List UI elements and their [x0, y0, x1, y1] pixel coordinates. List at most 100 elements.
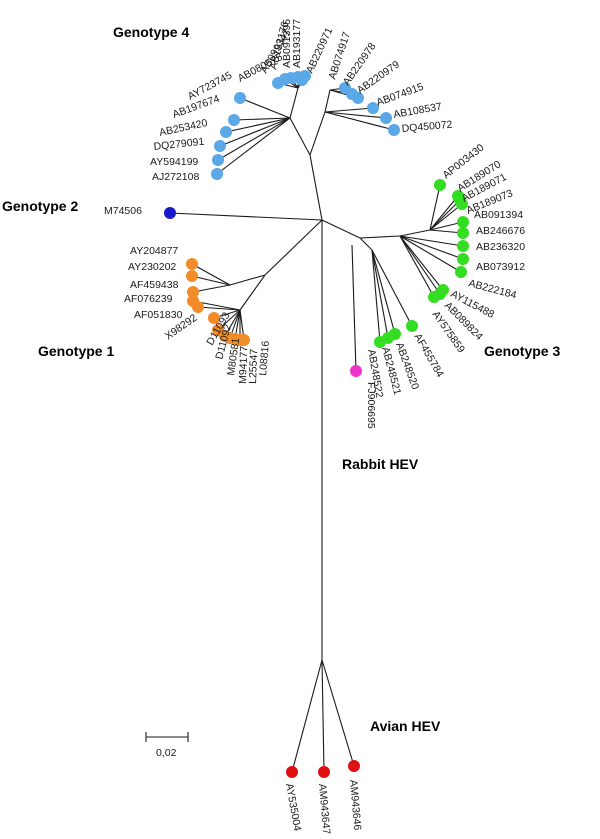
taxon-label-M74506: M74506 — [104, 205, 142, 217]
tree-branch-avian-3 — [321, 659, 355, 767]
tree-branch-AB197674 — [233, 117, 291, 121]
taxon-marker-L08816 — [238, 334, 250, 346]
tree-branch-genotype-4-top — [289, 87, 299, 119]
tree-branch-avian-1 — [291, 659, 323, 773]
tree-branch-AY575859 — [399, 235, 435, 298]
tree-branch-AB089824 — [399, 235, 441, 295]
tree-branch-AF051830 — [197, 306, 241, 311]
taxon-label-AB246676: AB246676 — [476, 225, 525, 237]
tree-branch-genotype-4-topright — [324, 89, 331, 113]
taxon-label-AB236320: AB236320 — [476, 241, 525, 253]
taxon-label-L25547: L25547 — [247, 349, 260, 385]
taxon-marker-AB220971 — [296, 74, 308, 86]
taxon-label-AF459438: AF459438 — [130, 279, 179, 291]
taxon-marker-AP003430 — [434, 179, 446, 191]
taxon-label-AB108537: AB108537 — [392, 101, 443, 121]
taxon-marker-M74506 — [164, 207, 176, 219]
taxon-markers — [164, 70, 469, 778]
tree-branch-DQ279091 — [219, 117, 291, 147]
tree-branch-AF459438 — [192, 284, 231, 293]
taxon-marker-AB222184 — [455, 266, 467, 278]
tree-branch-genotype-1-lower — [239, 274, 266, 311]
tree-branch-genotype-4-left — [289, 117, 311, 156]
tree-branch-AY230202 — [191, 275, 231, 286]
group-label-avian-hev: Avian HEV — [370, 718, 441, 734]
tree-branch-FJ906695 — [351, 244, 357, 372]
taxon-label-AY204877: AY204877 — [130, 245, 178, 257]
taxon-label-AY535004: AY535004 — [283, 782, 303, 832]
tree-branch-AP003430 — [429, 184, 441, 231]
tree-branch-AB189070 — [429, 195, 459, 231]
taxon-label-AM943647: AM943647 — [316, 783, 332, 835]
taxon-marker-AB074915 — [367, 102, 379, 114]
taxon-label-AB073912: AB073912 — [476, 261, 525, 273]
taxon-marker-AM943646 — [348, 760, 360, 772]
taxon-marker-AB091394 — [457, 216, 469, 228]
tree-branch-DQ450072 — [324, 111, 395, 131]
taxon-label-AF076239: AF076239 — [124, 293, 173, 305]
tree-branch-avian-2 — [321, 659, 325, 773]
taxon-marker-FJ906695 — [350, 365, 362, 377]
taxon-marker-AY204877 — [186, 258, 198, 270]
group-label-genotype-2: Genotype 2 — [2, 198, 78, 214]
taxon-marker-AY594199 — [212, 154, 224, 166]
group-label-rabbit-hev: Rabbit HEV — [342, 456, 419, 472]
taxon-marker-AM943647 — [318, 766, 330, 778]
tree-branch-genotype-1 — [264, 219, 323, 276]
tree-branch-AB073912 — [399, 235, 464, 260]
tree-branch-AB248520 — [371, 249, 396, 335]
group-label-genotype-1: Genotype 1 — [38, 343, 114, 359]
taxon-marker-AB108537 — [380, 112, 392, 124]
taxon-marker-DQ279091 — [214, 140, 226, 152]
taxon-marker-AY723745 — [234, 92, 246, 104]
tree-branch-M74506 — [169, 212, 323, 221]
tree-branch-AB074915 — [324, 107, 374, 113]
tree-branch-genotype-3-b — [399, 229, 431, 237]
tree-branches — [169, 75, 464, 773]
taxon-marker-AB253420 — [220, 126, 232, 138]
taxon-marker-AB080575 — [272, 77, 284, 89]
taxon-marker-AY575859 — [428, 291, 440, 303]
taxon-label-AJ272108: AJ272108 — [152, 171, 199, 183]
tree-branch-AB236320 — [399, 235, 464, 247]
tree-branch-AB222184 — [399, 235, 462, 273]
taxon-marker-AB220979 — [352, 92, 364, 104]
tree-branch-AB248521 — [371, 249, 389, 339]
taxon-label-AY230202: AY230202 — [128, 261, 176, 273]
taxon-marker-X98292 — [208, 312, 220, 324]
tree-branch-AY594199 — [217, 117, 291, 161]
taxon-marker-AB189073 — [456, 198, 468, 210]
taxon-label-AB091394: AB091394 — [474, 209, 523, 221]
tree-branch-AB189071 — [429, 199, 461, 231]
tree-branch-genotype-4 — [309, 154, 323, 221]
taxon-label-DQ279091: DQ279091 — [153, 136, 205, 153]
group-label-genotype-4: Genotype 4 — [113, 24, 189, 40]
taxon-marker-AB197674 — [228, 114, 240, 126]
taxon-marker-AF455784 — [406, 320, 418, 332]
taxon-label-AB091395: AB091395 — [281, 19, 293, 68]
tree-branch-AY723745 — [239, 97, 291, 119]
taxon-marker-AB236320 — [457, 240, 469, 252]
scale-bar-label: 0,02 — [156, 747, 177, 759]
taxon-label-M80581: M80581 — [225, 337, 242, 376]
taxon-label-AF051830: AF051830 — [134, 309, 183, 321]
tree-branch-AB248522 — [371, 249, 381, 343]
taxon-label-AY594199: AY594199 — [150, 156, 198, 168]
tree-branch-AF455784 — [371, 249, 413, 327]
taxon-marker-AF459438 — [187, 286, 199, 298]
taxon-marker-AJ272108 — [211, 168, 223, 180]
tree-branch-genotype-3-a — [359, 235, 401, 239]
tree-branch-AY204877 — [191, 263, 231, 286]
taxon-label-FJ906695: FJ906695 — [365, 382, 377, 429]
taxon-marker-AB246676 — [457, 227, 469, 239]
taxon-label-M94177: M94177 — [237, 346, 250, 385]
scale-bar: 0,02 — [145, 732, 189, 759]
taxon-label-DQ450072: DQ450072 — [401, 119, 453, 135]
tree-branch-AB189073 — [429, 203, 463, 231]
tree-branch-genotype-1-upper — [229, 274, 266, 286]
tree-branch-AB253420 — [225, 117, 291, 133]
group-label-genotype-3: Genotype 3 — [484, 343, 560, 359]
taxon-label-AM943646: AM943646 — [347, 779, 363, 831]
tree-branch-AY115488 — [399, 235, 444, 291]
